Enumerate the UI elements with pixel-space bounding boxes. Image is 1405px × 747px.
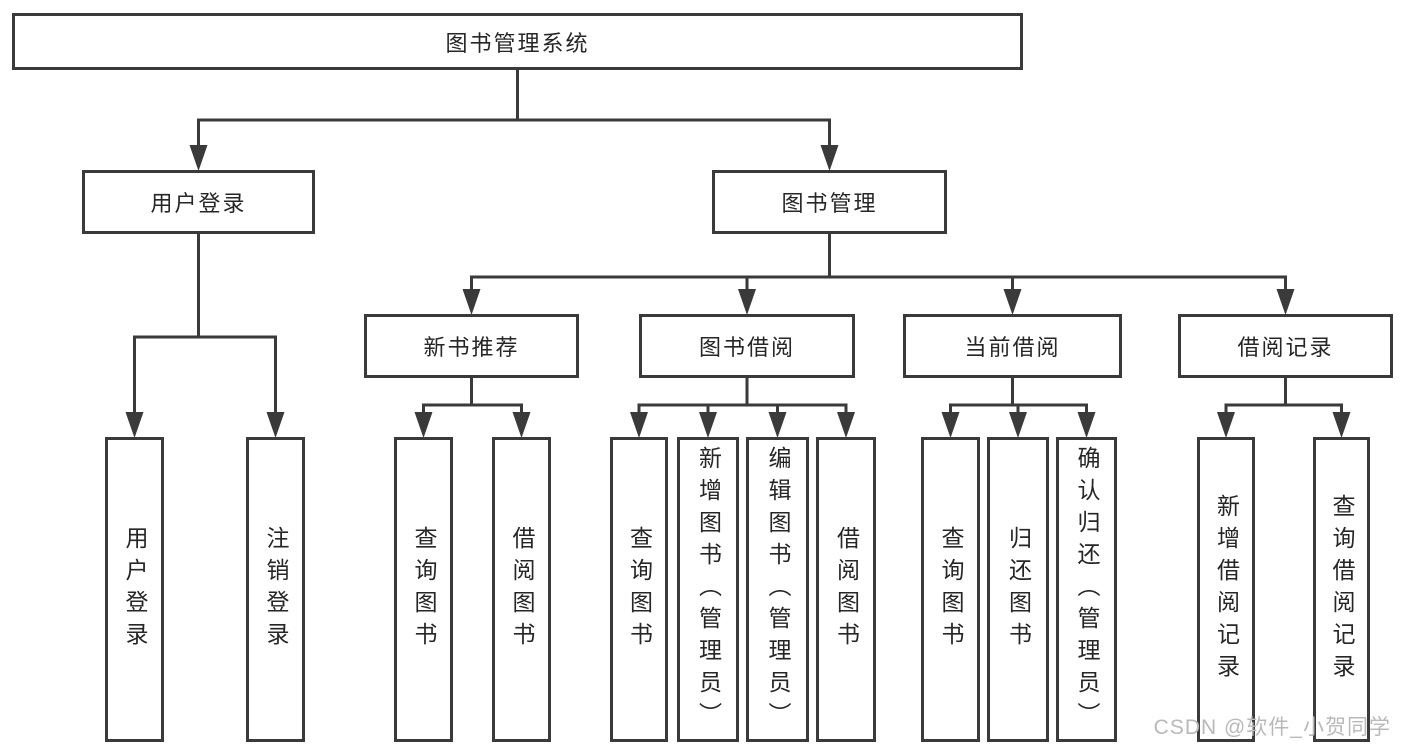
node-borrow-records-group: 借阅记录: [1178, 314, 1393, 378]
node-book-borrow-group: 图书借阅: [639, 314, 855, 378]
node-query-books-borrow: 查询图书: [610, 437, 668, 742]
node-current-borrow-group: 当前借阅: [903, 314, 1122, 378]
node-query-books-current: 查询图书: [921, 437, 980, 742]
node-query-books-recommend: 查询图书: [394, 437, 453, 742]
csdn-watermark: CSDN @软件_小贺同学: [1153, 716, 1391, 739]
node-book-management-group: 图书管理: [712, 170, 947, 234]
node-add-books-admin: 新增图书（管理员）: [677, 437, 739, 742]
node-root: 图书管理系统: [12, 13, 1023, 70]
node-borrow-books-recommend: 借阅图书: [492, 437, 551, 742]
node-return-books: 归还图书: [987, 437, 1049, 742]
node-logout: 注销登录: [246, 437, 305, 742]
node-user-login-group: 用户登录: [82, 170, 315, 234]
node-user-login: 用户登录: [105, 437, 164, 742]
node-borrow-books: 借阅图书: [816, 437, 876, 742]
node-new-book-recommend: 新书推荐: [364, 314, 579, 378]
node-confirm-return-admin: 确认归还（管理员）: [1056, 437, 1117, 742]
node-edit-books-admin: 编辑图书（管理员）: [746, 437, 809, 742]
node-query-borrow-record: 查询借阅记录: [1313, 437, 1370, 742]
node-add-borrow-record: 新增借阅记录: [1197, 437, 1255, 742]
